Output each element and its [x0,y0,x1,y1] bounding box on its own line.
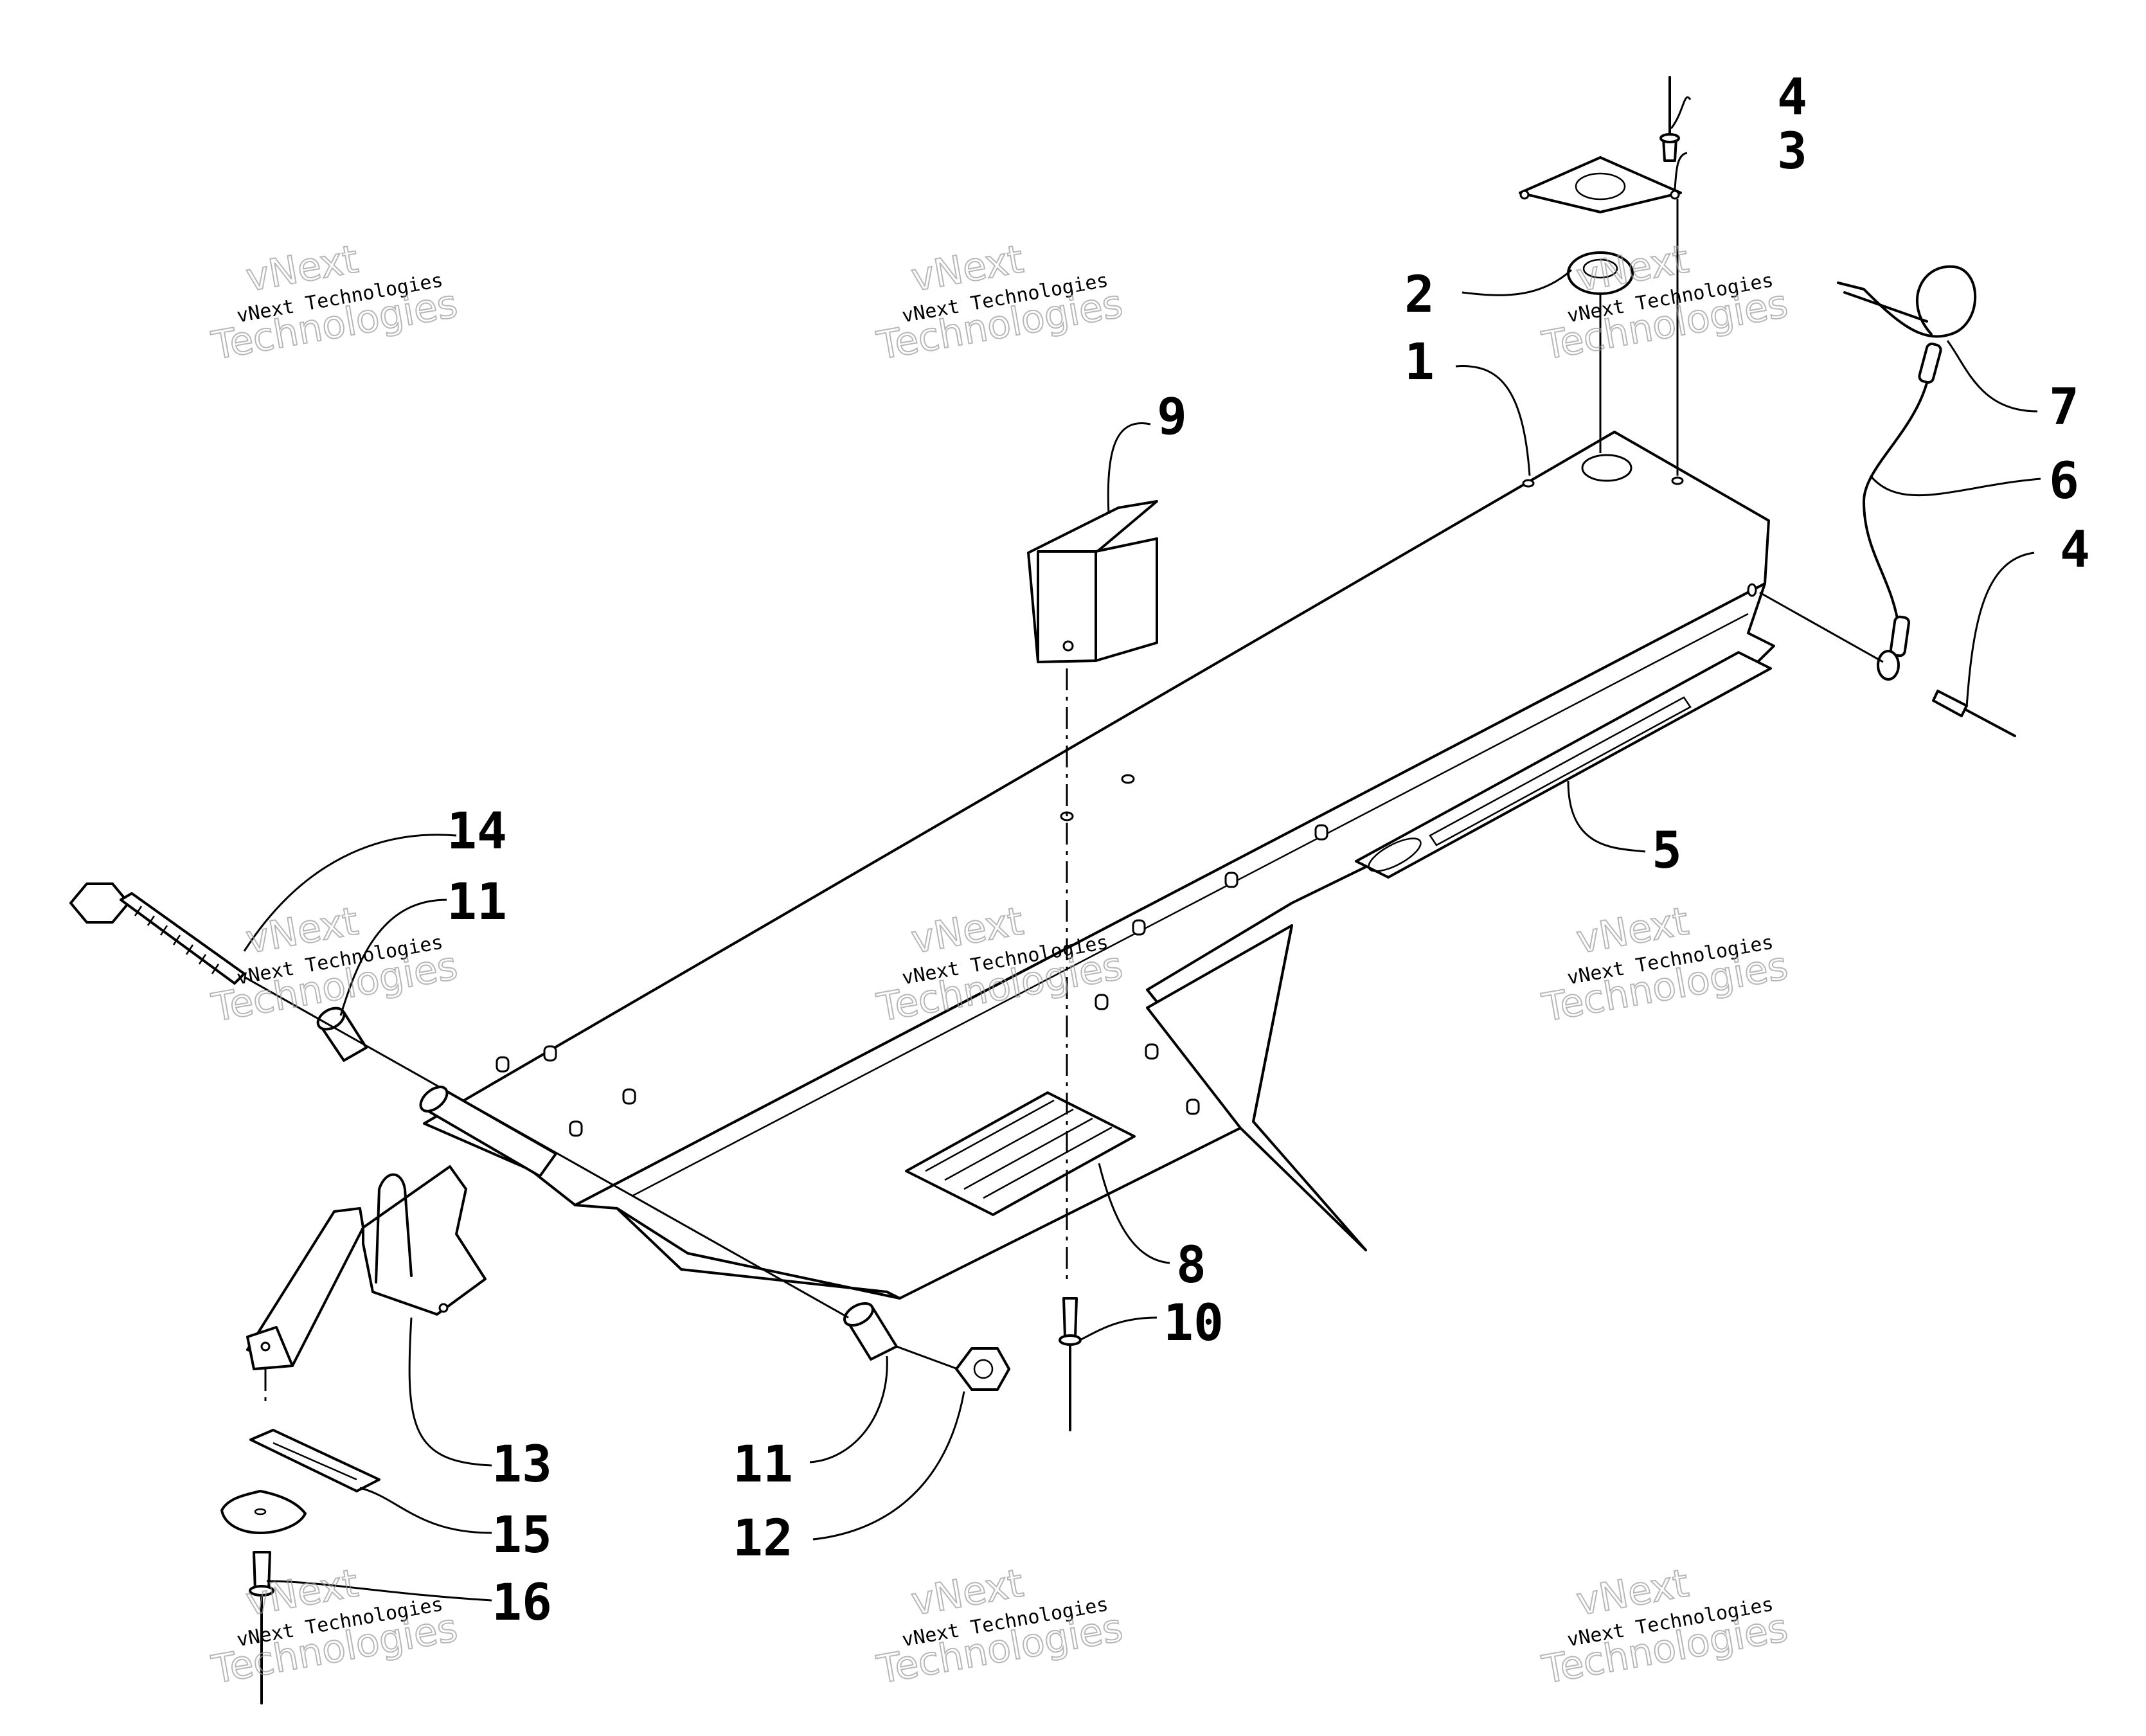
running-board-frame [423,431,1775,1300]
callout-4-top: 4 [1777,69,1807,127]
stand-bracket [246,1165,487,1370]
hex-nut [955,1347,1010,1391]
rivet-bottom [249,1551,274,1705]
side-decal [1355,651,1772,879]
callout-12: 12 [733,1510,793,1568]
rivet-center [1059,1297,1082,1431]
callout-13: 13 [492,1436,552,1494]
callout-3: 3 [1777,123,1807,181]
tether-cord [1863,342,1942,681]
callout-11-right: 11 [733,1436,793,1494]
callout-11-left: 11 [447,873,507,931]
watermark-mid-left: vNext vNext Technologies Technologies [208,898,461,1031]
callout-2: 2 [1404,266,1435,324]
wear-strip [249,1429,380,1492]
callout-10: 10 [1163,1294,1224,1352]
callout-9: 9 [1157,388,1187,446]
callout-14: 14 [447,803,507,861]
watermark-top-center: vNext vNext Technologies Technologies [873,236,1127,369]
callout-4-right: 4 [2060,521,2090,579]
callout-16: 16 [492,1574,552,1632]
washer [220,1490,307,1534]
callout-5: 5 [1652,822,1682,880]
watermark-bottom-right: vNext vNext Technologies Technologies [1538,1560,1792,1693]
bushing-left [316,1007,368,1062]
bolt [69,882,246,985]
bushing-right [843,1302,898,1361]
pivot-tube [419,1086,557,1177]
callout-8: 8 [1176,1237,1206,1294]
lock-pin-clip [1837,265,1977,338]
callout-7: 7 [2049,379,2079,436]
retainer-plate [1519,156,1682,213]
watermark-bottom-center: vNext vNext Technologies Technologies [873,1560,1127,1693]
watermark-mid-right: vNext vNext Technologies Technologies [1538,898,1792,1031]
callout-15: 15 [492,1507,552,1564]
mounting-clip [1027,500,1158,663]
rivet-top [1659,76,1680,162]
watermark-top-left: vNext vNext Technologies Technologies [208,236,461,369]
watermark-top-right: vNext vNext Technologies Technologies [1538,236,1792,369]
tread-plate [905,1091,1136,1216]
callout-6: 6 [2049,452,2079,510]
watermark-bottom-left: vNext vNext Technologies Technologies [208,1560,461,1693]
rivet-right [1932,690,2016,737]
callout-1: 1 [1404,334,1435,391]
